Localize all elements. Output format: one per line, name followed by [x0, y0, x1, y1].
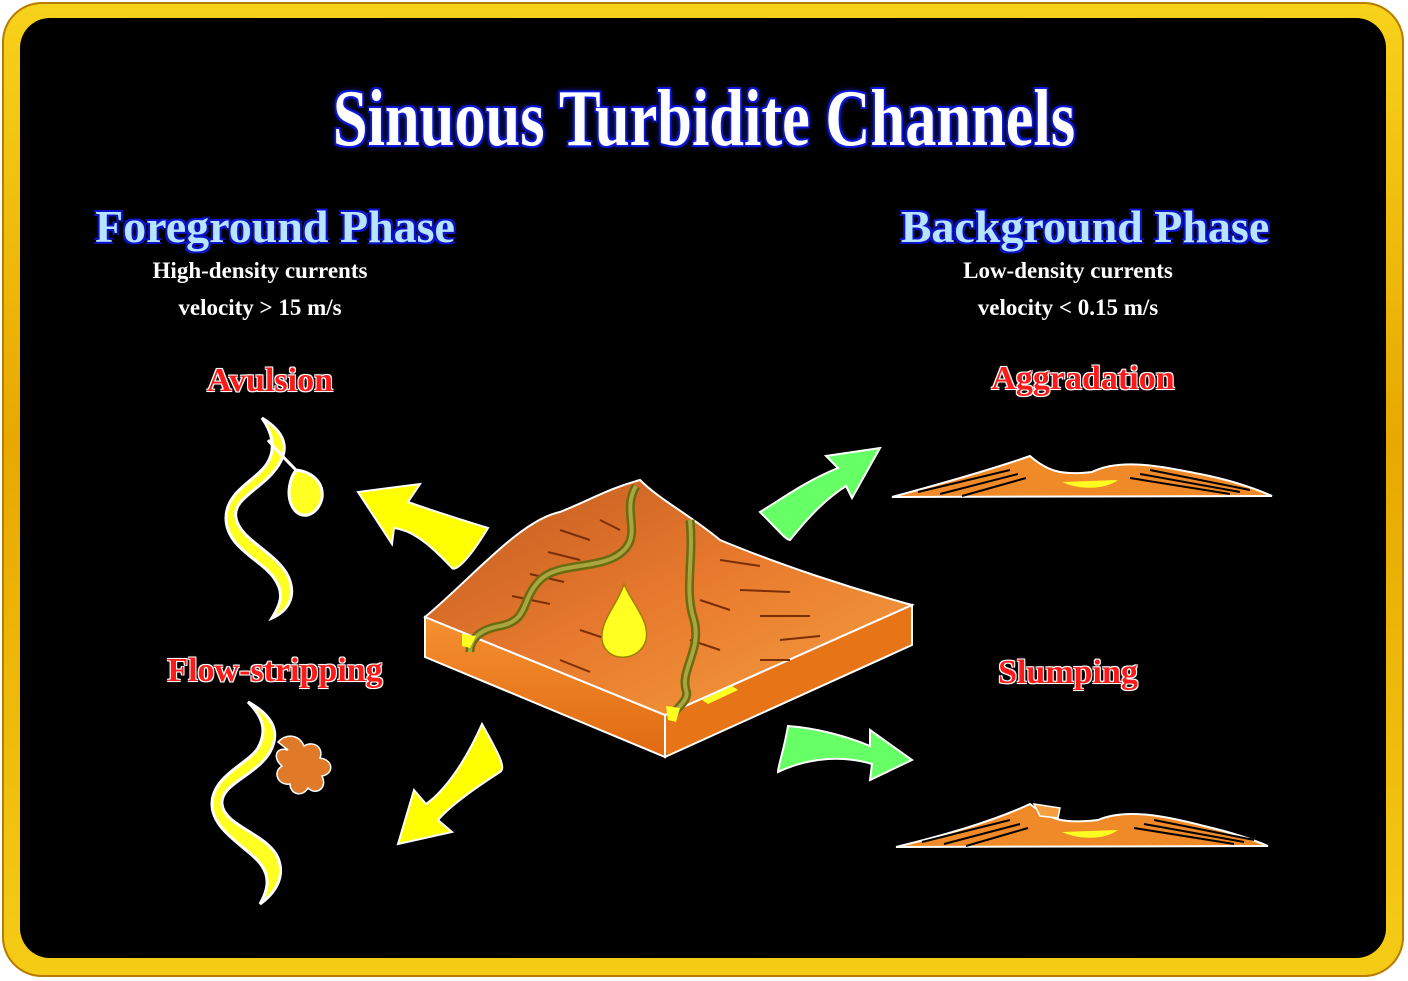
green-arrow-to-aggradation [758, 446, 882, 542]
slumping-label: Slumping [998, 654, 1138, 691]
foreground-line-1: High-density currents [152, 258, 368, 283]
yellow-arrow-to-avulsion [356, 482, 490, 570]
background-line-2: velocity < 0.15 m/s [977, 295, 1159, 320]
aggradation-label: Aggradation [991, 360, 1175, 397]
foreground-line-2: velocity > 15 m/s [178, 295, 342, 320]
foreground-phase-heading: Foreground Phase [95, 201, 455, 252]
yellow-arrow-to-flow-stripping [396, 721, 504, 846]
background-line-1: Low-density currents [963, 258, 1173, 283]
background-phase-heading: Background Phase [900, 201, 1270, 252]
channel-block-diagram [423, 478, 915, 759]
flow-stripping-label: Flow-stripping [167, 652, 383, 689]
slumping-cross-section [895, 802, 1269, 848]
flow-stripping-channel-icon [210, 700, 332, 906]
avulsion-label: Avulsion [207, 362, 333, 399]
diagram-title: Sinuous Turbidite Channels [332, 75, 1076, 163]
aggradation-cross-section [891, 454, 1273, 498]
green-arrow-to-slumping [776, 724, 914, 782]
avulsion-channel-icon [224, 416, 324, 622]
